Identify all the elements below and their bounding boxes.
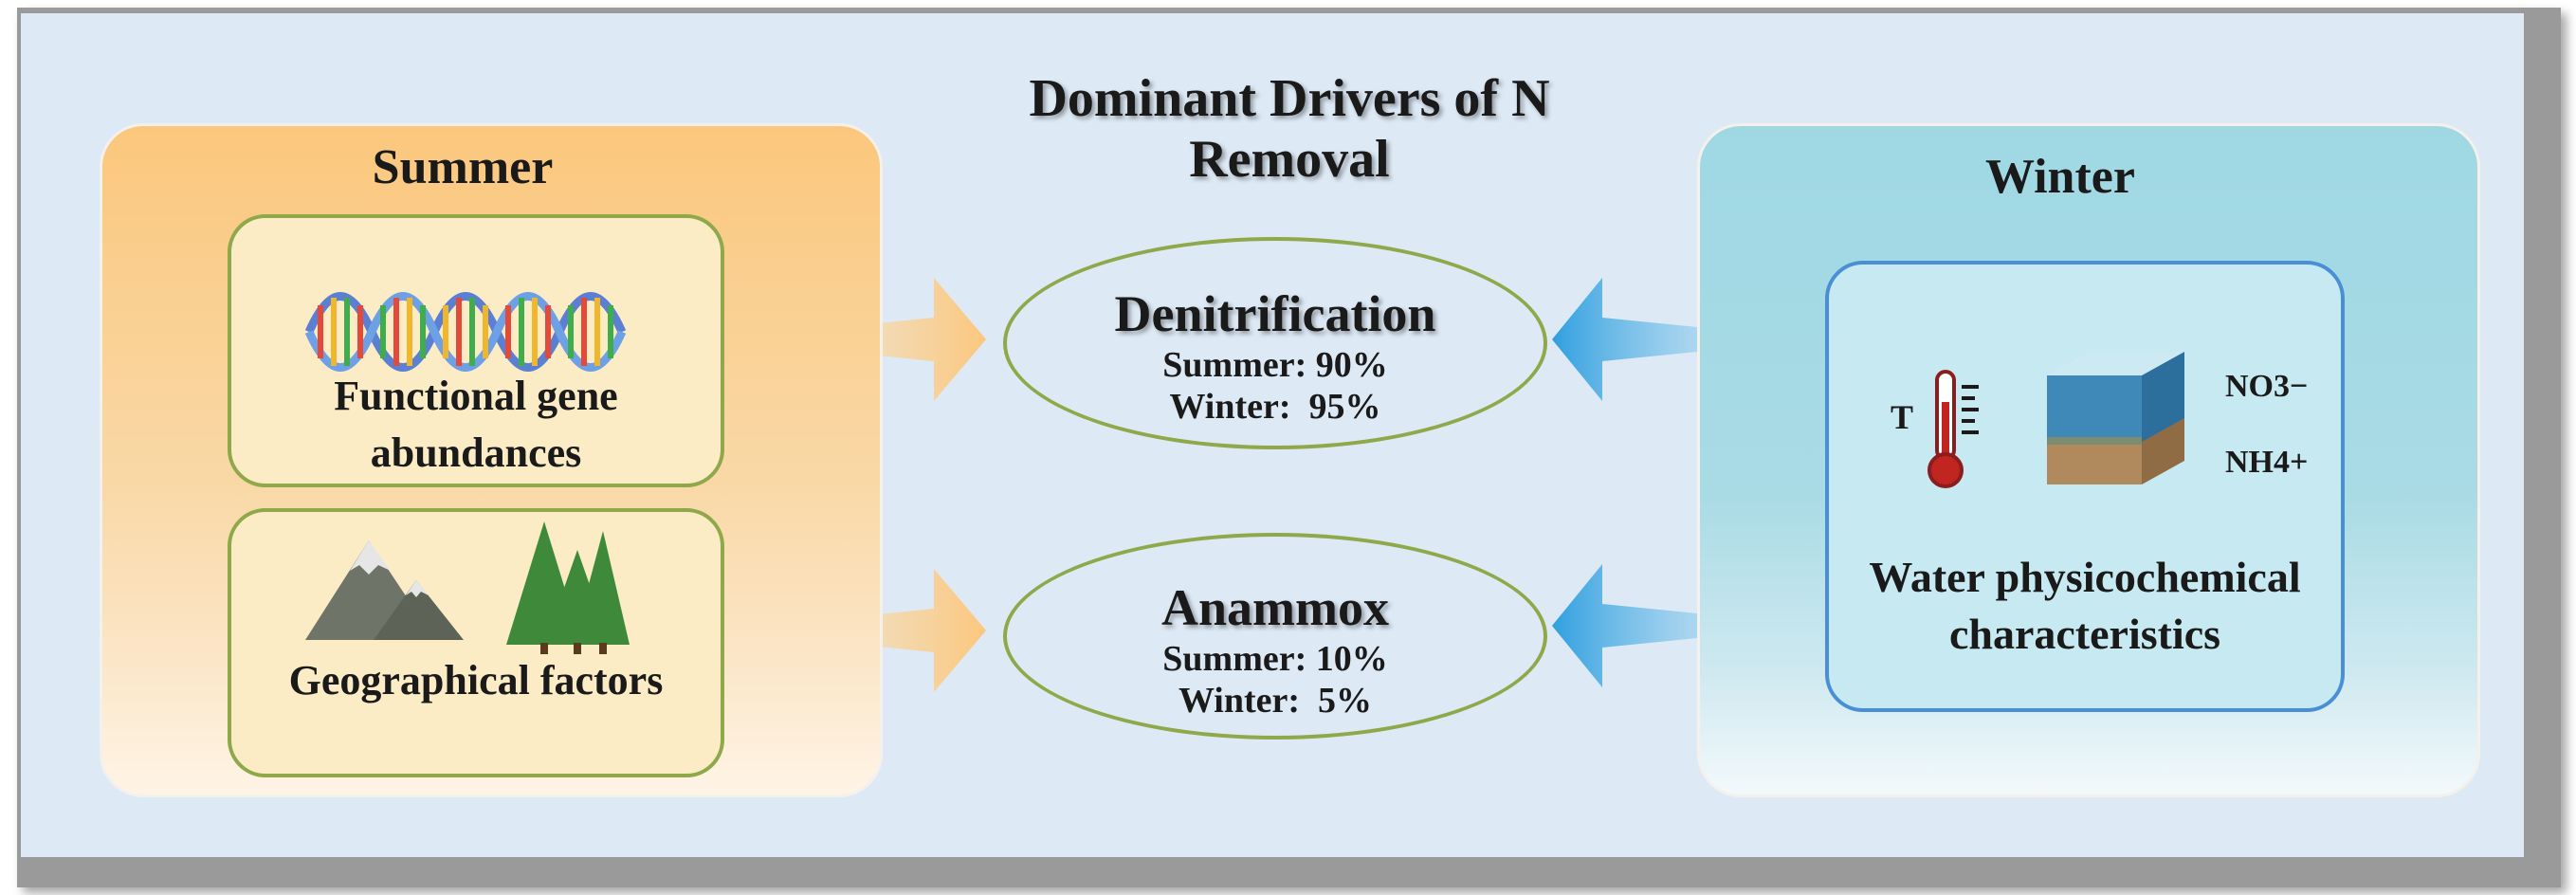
geographical-factors-box: Geographical factors <box>228 508 724 777</box>
mountain-forest-icon <box>305 521 630 654</box>
ammonium-label: NH4+ <box>2225 445 2309 480</box>
temperature-label: T <box>1891 398 1914 436</box>
anammox-name: Anammox <box>1161 579 1389 636</box>
summer-title: Summer <box>372 140 554 194</box>
dna-icon <box>304 292 627 372</box>
nitrate-label: NO3− <box>2225 369 2309 404</box>
arrow-water-to-denitrification <box>1552 278 1820 401</box>
denitrification-name: Denitrification <box>1114 285 1436 342</box>
arrow-water-to-anammox <box>1552 564 1820 687</box>
anammox-ellipse: Anammox Summer: 10% Winter: 5% <box>1003 533 1547 740</box>
water-cube-icon <box>2047 352 2184 484</box>
winter-title: Winter <box>1985 150 2135 204</box>
water-characteristics-box: T NO3− NH4+ Water physicochemical charac… <box>1825 261 2345 712</box>
functional-gene-label: Functional gene abundances <box>334 373 618 476</box>
anammox-winter: Winter: 5% <box>1178 681 1373 721</box>
anammox-summer: Summer: 10% <box>1162 639 1388 679</box>
diagram-title: Dominant Drivers of N Removal <box>1029 69 1550 189</box>
denitrification-ellipse: Denitrification Summer: 90% Winter: 95% <box>1003 237 1547 449</box>
denitrification-winter: Winter: 95% <box>1169 387 1381 427</box>
denitrification-summer: Summer: 90% <box>1162 345 1388 385</box>
functional-gene-box: Functional gene abundances <box>228 214 724 487</box>
thermometer-icon <box>1927 370 1979 488</box>
water-characteristics-label: Water physicochemical characteristics <box>1869 553 2301 658</box>
geographical-factors-label: Geographical factors <box>288 657 664 703</box>
